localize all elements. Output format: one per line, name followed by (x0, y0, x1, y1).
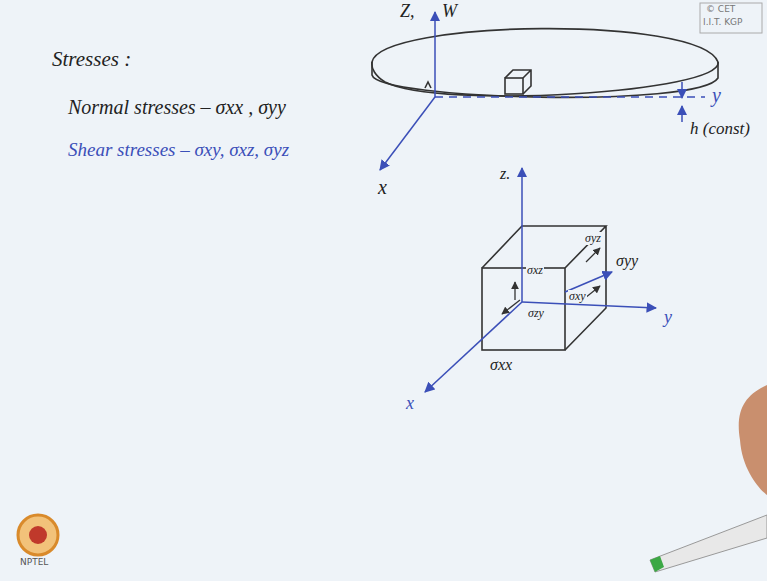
axis-label: x (406, 394, 414, 414)
dimension: h (const) (690, 120, 750, 139)
stress-label: σxx (490, 356, 512, 374)
stress-label: σzy (527, 307, 545, 320)
stress-label: σyy (616, 252, 638, 270)
stress-label: σxz (526, 264, 544, 277)
axis-label: Z, (400, 2, 415, 22)
stress-label: σyz (584, 232, 602, 245)
axis-label: y (712, 84, 721, 106)
watermark: © CET (706, 5, 735, 15)
axis-label: x (378, 176, 387, 198)
axis-label: W (442, 2, 457, 22)
heading: Stresses : (52, 48, 131, 71)
watermark: I.I.T. KGP (703, 18, 743, 28)
note-line: Normal stresses – σxx , σyy (68, 96, 286, 118)
axis-label: y (664, 308, 672, 328)
logo-text: NPTEL (20, 558, 48, 568)
stress-label: σxy (568, 290, 587, 303)
note-line: Shear stresses – σxy, σxz, σyz (68, 140, 289, 161)
axis-label: z. (500, 165, 510, 183)
